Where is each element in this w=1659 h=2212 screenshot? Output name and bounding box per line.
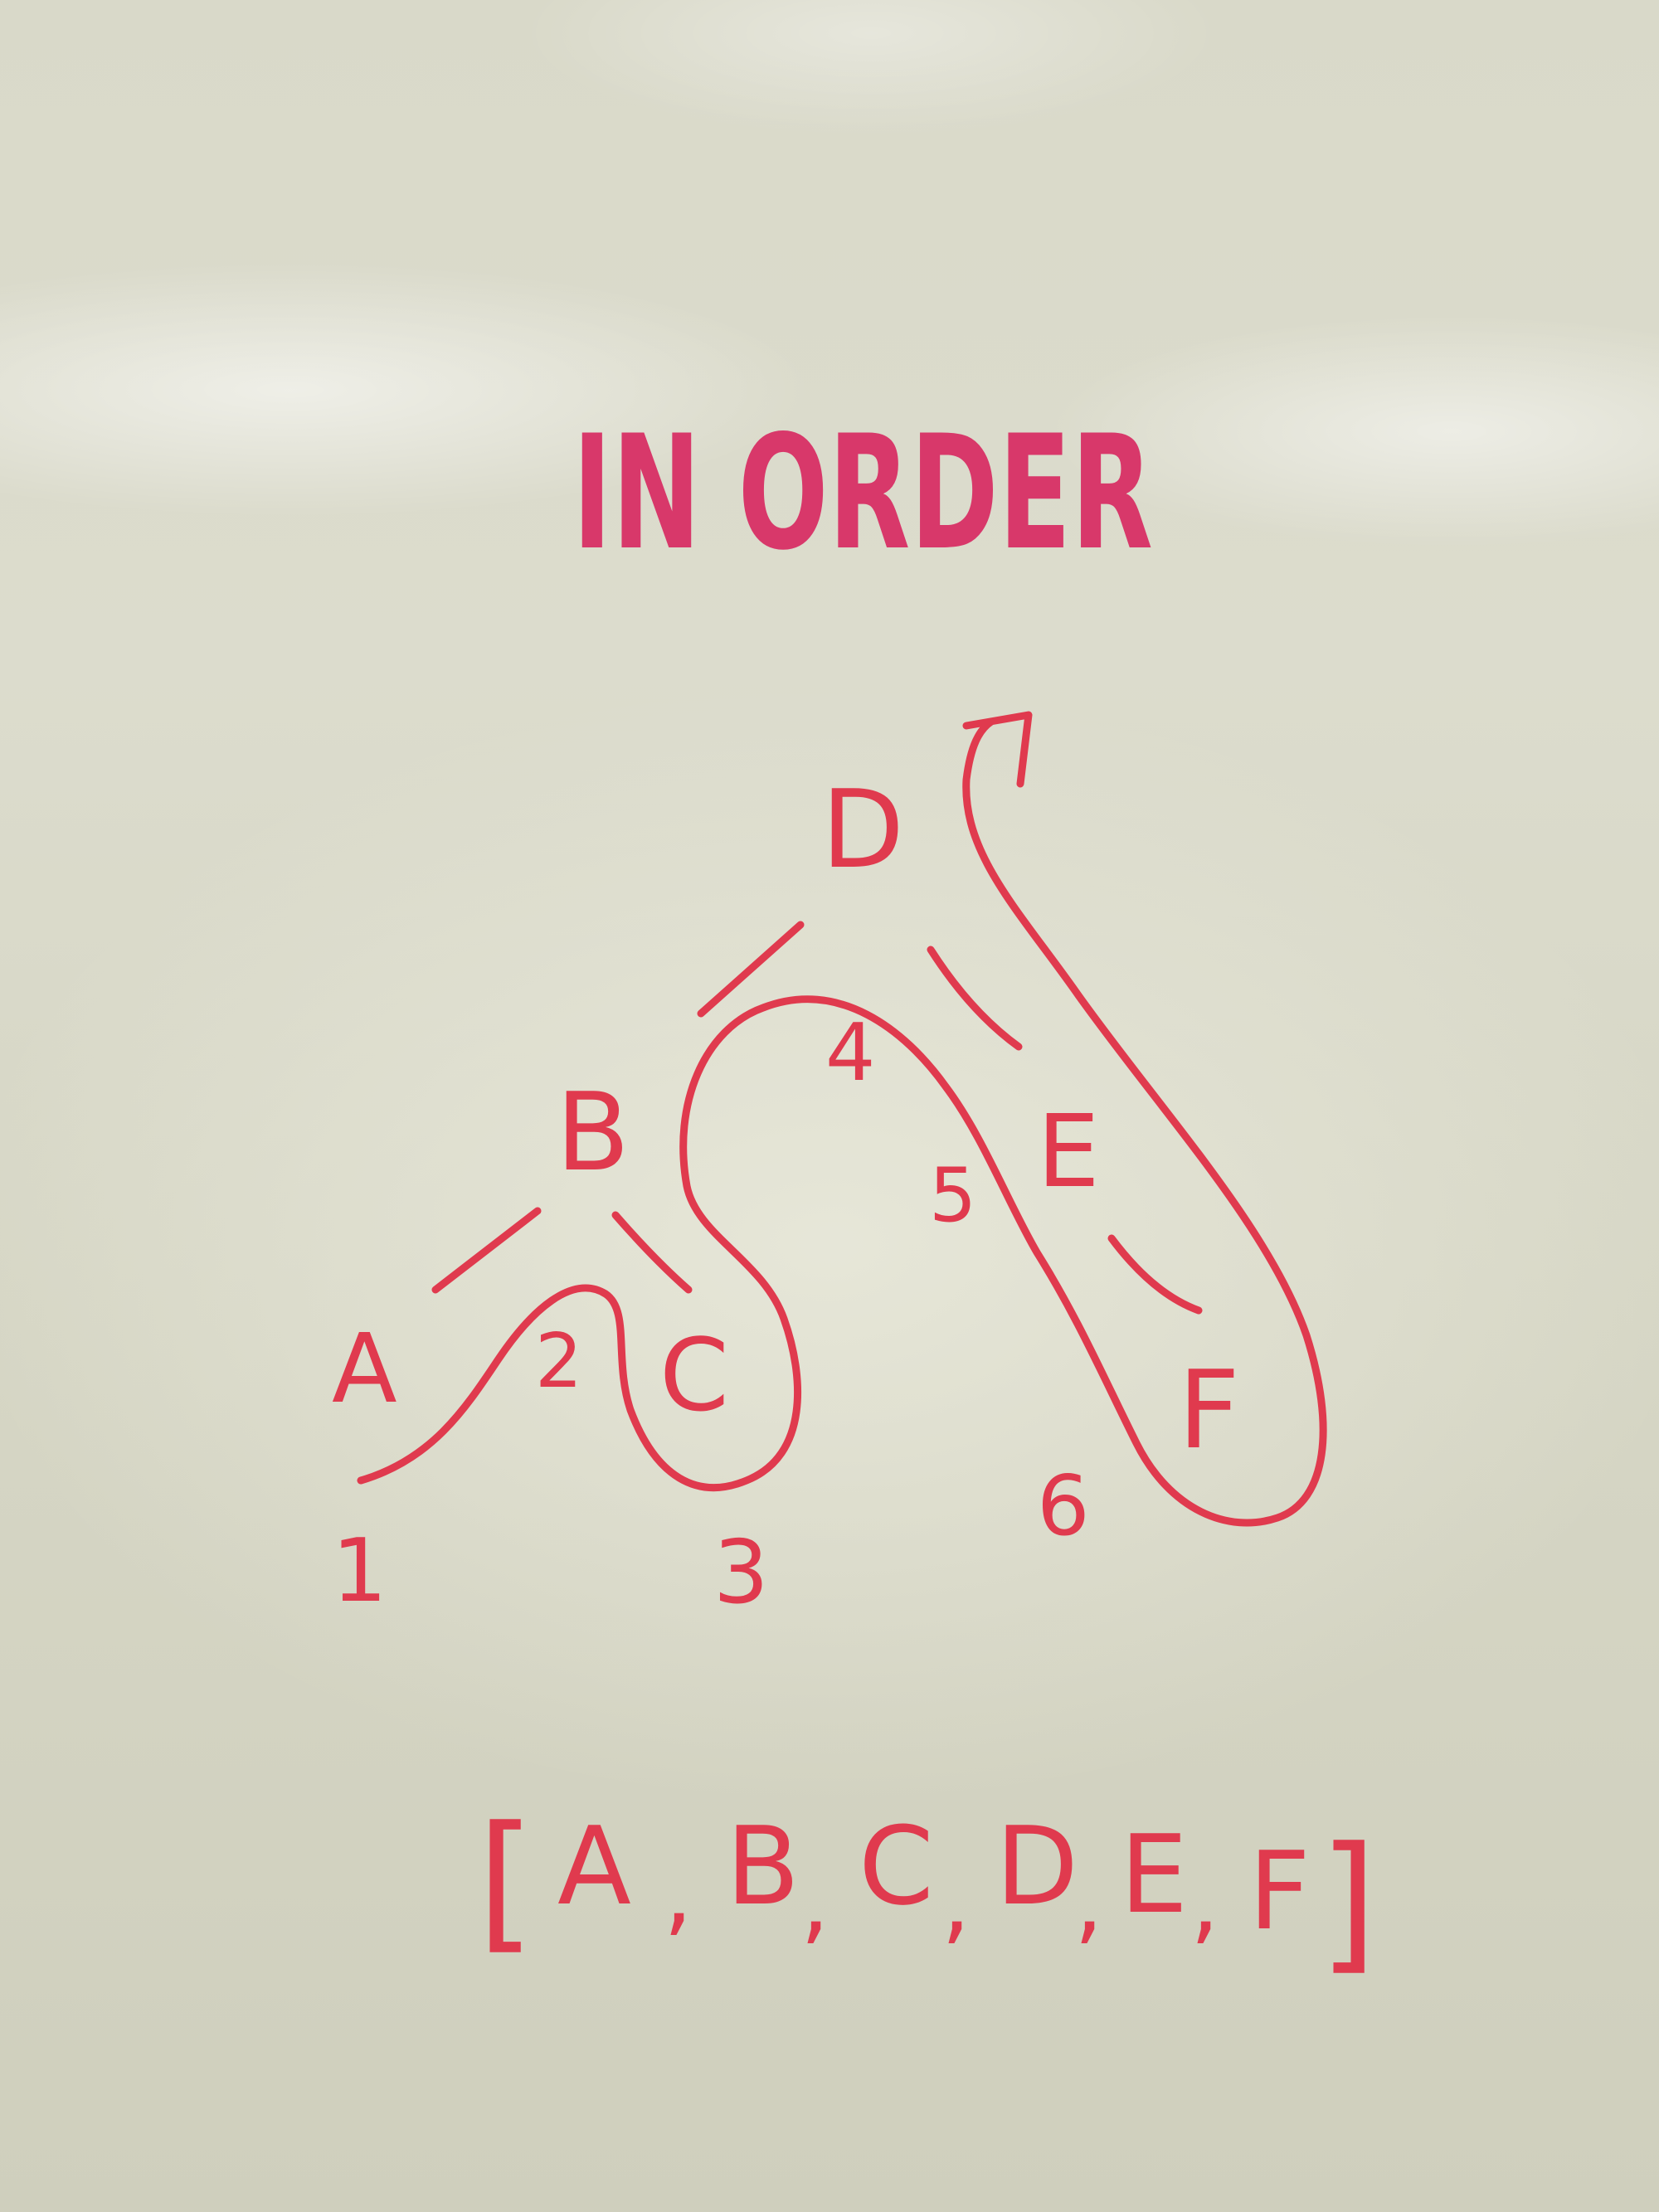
result-separator: , (800, 1848, 830, 1954)
arrowhead-icon (962, 711, 1033, 788)
result-item: E (1120, 1811, 1188, 1937)
result-item: D (995, 1803, 1078, 1929)
edge-b-a (431, 1207, 542, 1294)
node-c: C (659, 1319, 729, 1434)
node-d: D (821, 766, 904, 892)
edge-d-b (697, 921, 805, 1018)
node-b: B (556, 1069, 630, 1195)
result-item: C (859, 1803, 934, 1929)
visit-number-4: 4 (825, 1008, 875, 1099)
result-item: F (1248, 1828, 1311, 1954)
visit-number-2: 2 (535, 1318, 582, 1405)
edge-b-c (611, 1211, 693, 1294)
diagram-title: IN ORDER (572, 401, 1153, 585)
result-close-bracket: ] (1319, 1816, 1377, 1989)
result-open-bracket: [ (477, 1795, 535, 1968)
result-item: B (726, 1803, 800, 1929)
result-separator: , (1074, 1848, 1103, 1954)
node-f: F (1178, 1347, 1240, 1473)
visit-number-1: 1 (332, 1520, 387, 1621)
visit-number-5: 5 (929, 1152, 976, 1239)
visit-number-6: 6 (1037, 1457, 1090, 1554)
edge-d-e (927, 946, 1023, 1051)
result-list: [ A , B , C , D , E , F ] (477, 1795, 1377, 1989)
traversal-curve (357, 717, 1327, 1527)
node-e: E (1037, 1095, 1100, 1210)
result-separator: , (941, 1848, 971, 1954)
result-item: A (557, 1803, 631, 1929)
node-a: A (332, 1314, 397, 1425)
result-separator: , (1190, 1848, 1219, 1954)
visit-number-3: 3 (713, 1522, 769, 1623)
result-separator: , (664, 1840, 693, 1946)
edge-e-f (1107, 1234, 1203, 1315)
